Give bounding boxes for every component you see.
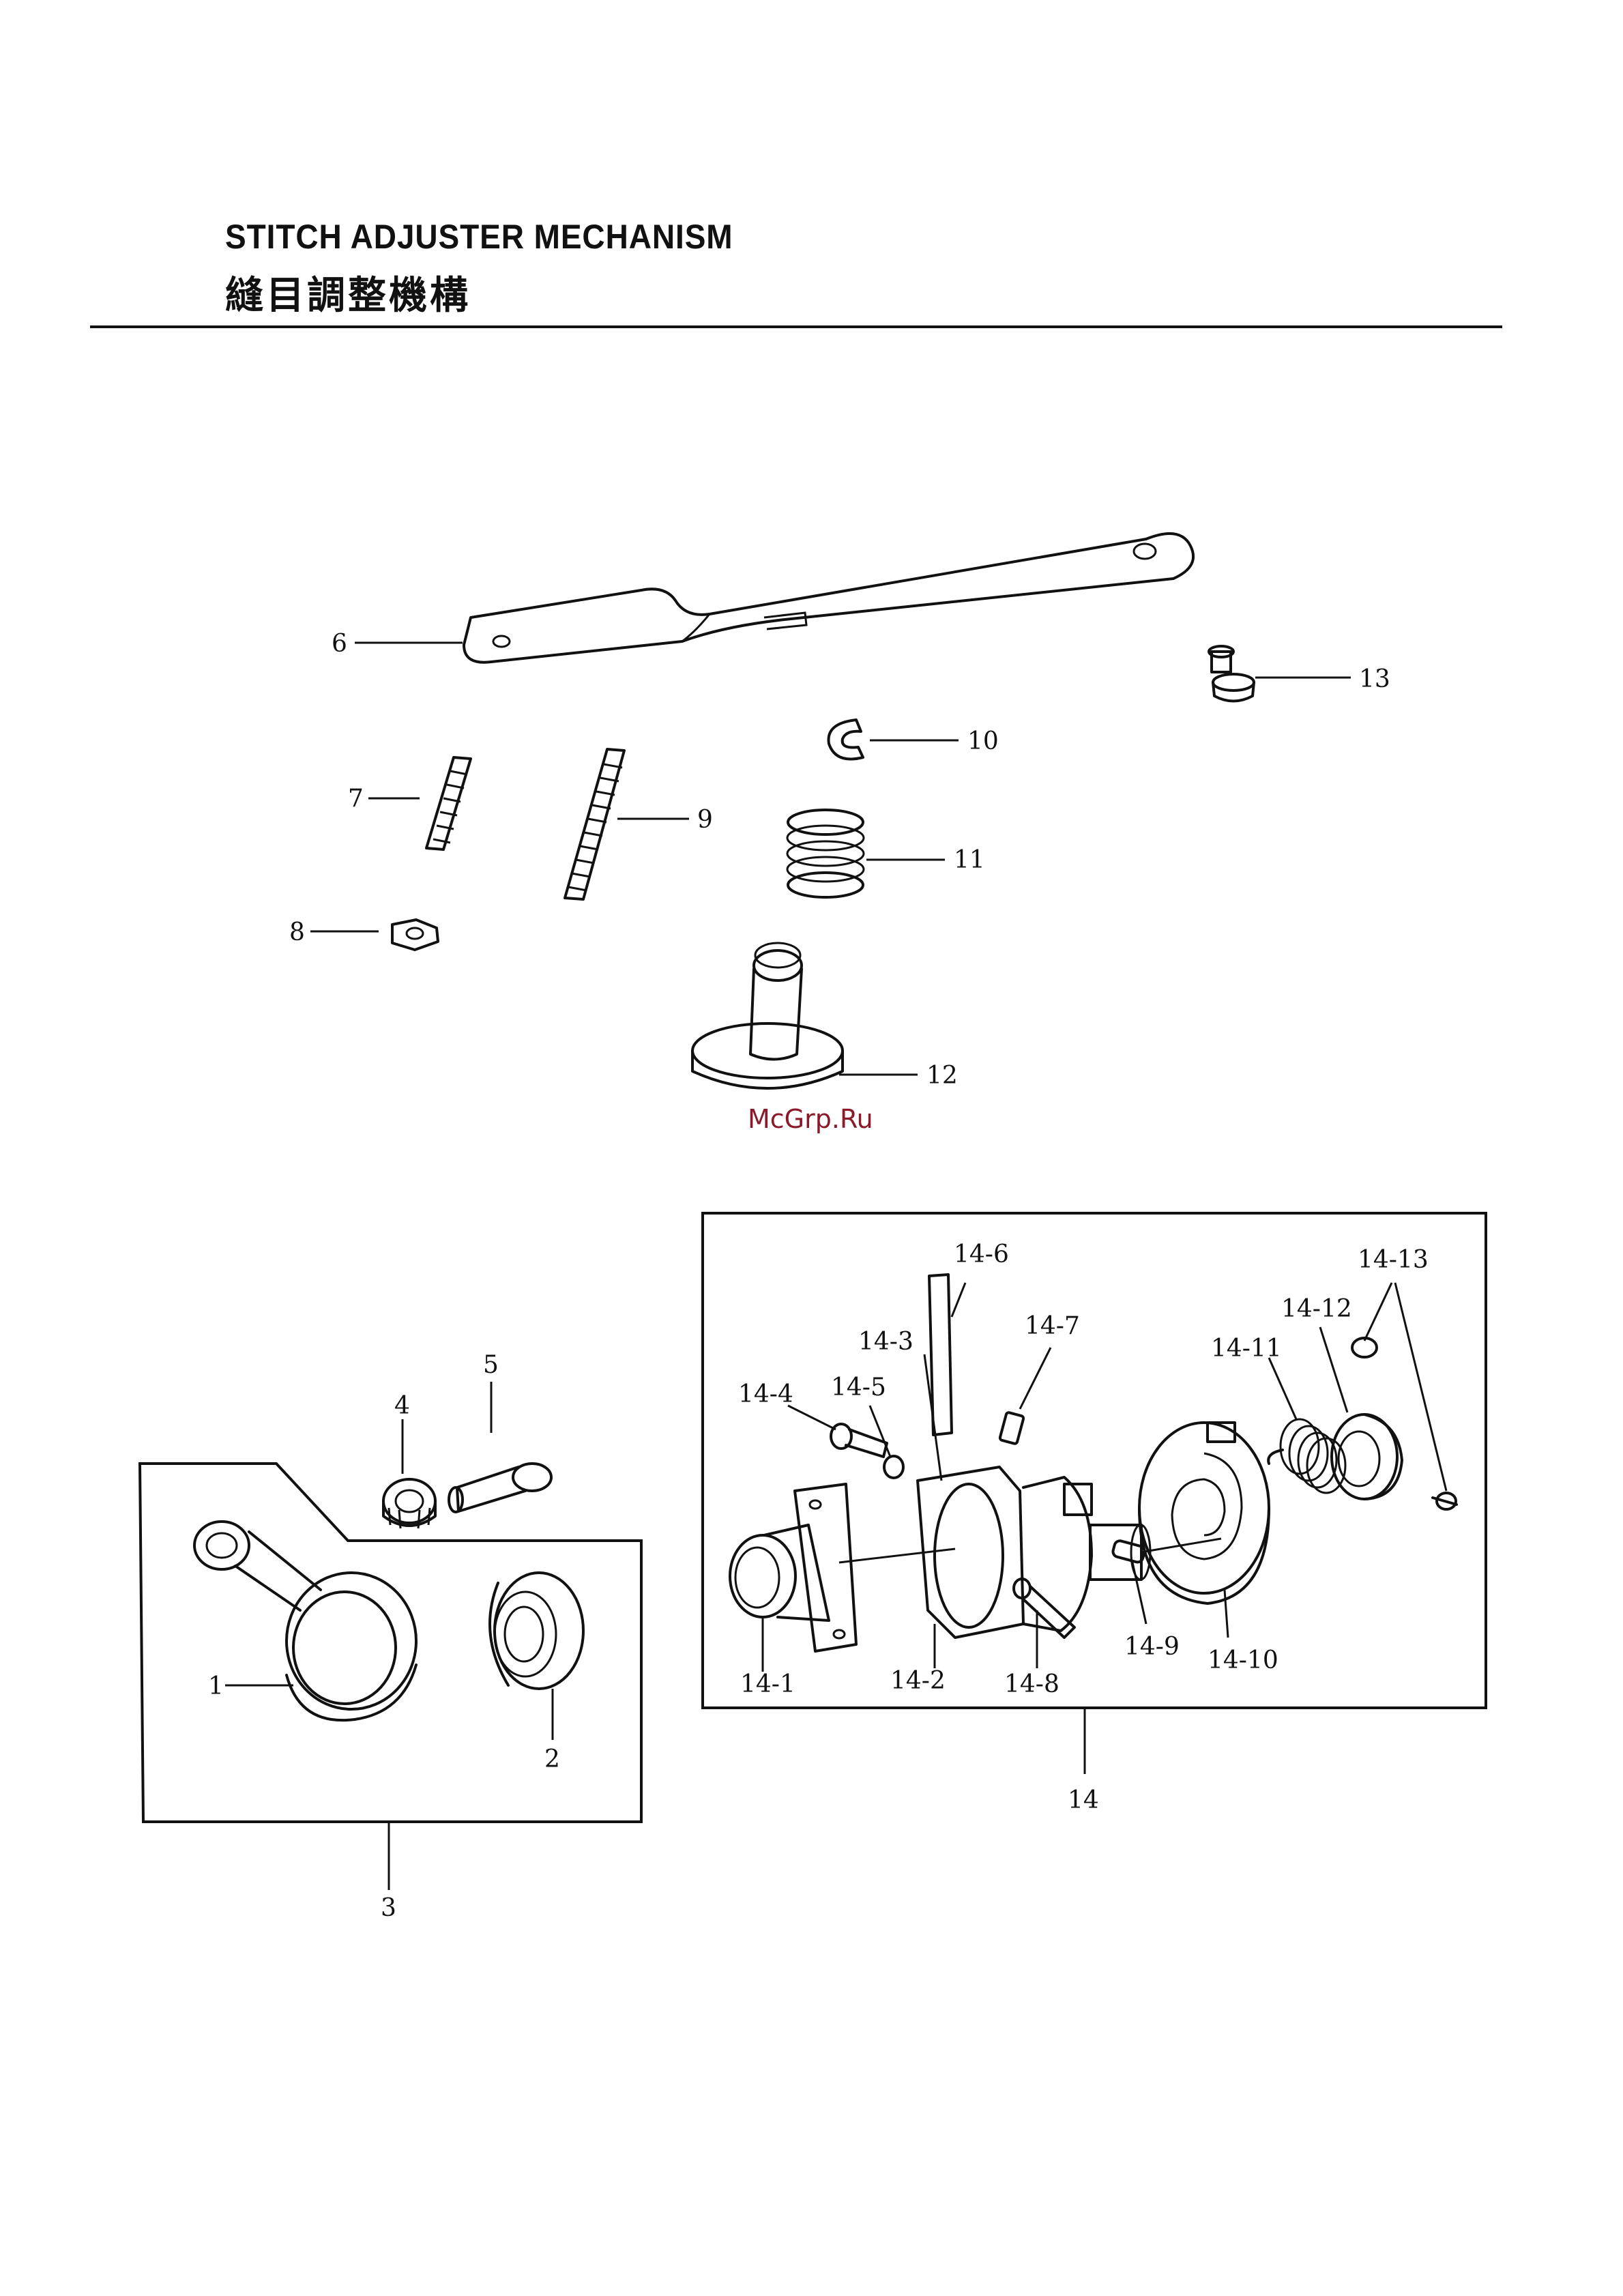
label-4: 4 xyxy=(394,1392,410,1420)
label-6: 6 xyxy=(332,630,347,658)
label-1: 1 xyxy=(208,1672,224,1700)
label-14-1: 14-1 xyxy=(740,1670,795,1698)
spring-icon xyxy=(1268,1419,1345,1493)
pin-icon xyxy=(449,1464,551,1512)
label-14-5: 14-5 xyxy=(831,1374,886,1401)
sleeve-icon xyxy=(730,1484,856,1651)
label-14: 14 xyxy=(1068,1786,1099,1814)
label-9: 9 xyxy=(697,806,713,834)
spring-icon xyxy=(787,810,864,897)
cam-icon xyxy=(1139,1423,1269,1603)
label-14-8: 14-8 xyxy=(1004,1670,1059,1698)
label-11: 11 xyxy=(954,846,985,874)
label-14-4: 14-4 xyxy=(738,1380,793,1408)
nut-icon xyxy=(392,920,438,950)
label-14-10: 14-10 xyxy=(1208,1646,1278,1674)
label-8: 8 xyxy=(289,918,305,946)
screw-icon xyxy=(1209,646,1254,701)
label-14-6: 14-6 xyxy=(954,1240,1009,1268)
pin-icon xyxy=(692,943,843,1088)
pin-icon xyxy=(929,1275,952,1435)
e-ring-icon xyxy=(829,720,864,759)
screw-icon xyxy=(426,757,471,849)
label-12: 12 xyxy=(926,1062,958,1090)
bearing-icon xyxy=(383,1479,435,1528)
label-5: 5 xyxy=(483,1351,499,1379)
label-14-7: 14-7 xyxy=(1025,1312,1080,1340)
label-10: 10 xyxy=(967,727,999,755)
label-14-3: 14-3 xyxy=(858,1328,913,1356)
screw-icon xyxy=(999,1412,1024,1444)
bearing-icon xyxy=(1332,1338,1402,1499)
lever-icon xyxy=(464,534,1193,663)
connecting-rod-icon xyxy=(194,1522,416,1720)
assembly-14-frame xyxy=(703,1213,1486,1708)
label-14-11: 14-11 xyxy=(1211,1335,1282,1363)
label-14-9: 14-9 xyxy=(1124,1633,1180,1661)
screw-icon xyxy=(565,749,624,899)
label-14-13: 14-13 xyxy=(1358,1246,1429,1274)
label-3: 3 xyxy=(381,1894,396,1922)
screw-icon xyxy=(884,1456,903,1478)
label-2: 2 xyxy=(544,1745,560,1773)
bearing-icon xyxy=(490,1573,583,1689)
screw-icon xyxy=(1433,1493,1457,1509)
label-14-2: 14-2 xyxy=(890,1667,946,1695)
label-14-12: 14-12 xyxy=(1281,1295,1352,1323)
label-7: 7 xyxy=(348,785,364,813)
label-13: 13 xyxy=(1359,665,1390,693)
cam-icon xyxy=(839,1467,1221,1638)
